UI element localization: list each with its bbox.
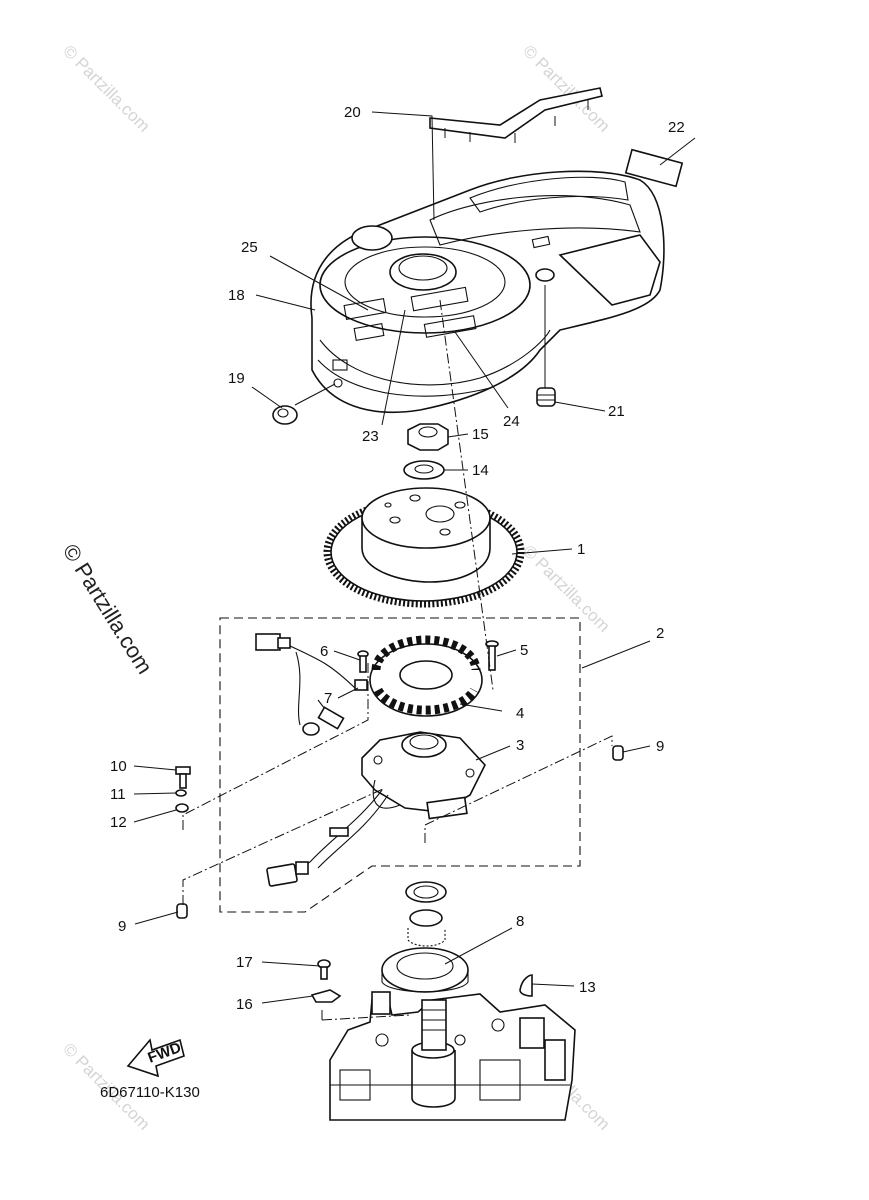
screw-5 [485,640,499,671]
screw-10 [175,766,191,789]
screw-17 [317,959,331,980]
callout-9-upper: 9 [656,738,664,755]
callout-25: 25 [241,239,258,256]
callout-21: 21 [608,403,625,420]
callout-7: 7 [324,690,332,707]
callout-14: 14 [472,462,489,479]
pulser-harness [266,789,389,887]
cover-seal-strip [429,87,603,143]
woodruff-key [519,974,533,997]
label-22 [624,148,684,188]
washer-12 [175,803,189,813]
callout-2: 2 [656,625,664,642]
callout-12: 12 [110,814,127,831]
callout-9-lower: 9 [118,918,126,935]
callout-6: 6 [320,643,328,660]
screw-6 [357,650,369,673]
dowel-pin-upper [612,745,624,761]
callout-13: 13 [579,979,596,996]
fwd-arrow-icon: FWD [126,1038,185,1078]
callout-23: 23 [362,428,379,445]
callout-22: 22 [668,119,685,136]
flywheel-rotor [323,487,525,608]
callout-18: 18 [228,287,245,304]
stator-harness [255,633,368,736]
leader-lines [133,111,696,1021]
stator-assembly-box [219,617,581,913]
grommet-21 [536,387,556,407]
callout-17: 17 [236,954,253,971]
flywheel-nut [407,423,449,451]
callout-4: 4 [516,705,524,722]
watermark-large: © Partzilla.com [58,539,158,678]
dowel-pin-lower [176,903,188,919]
callout-16: 16 [236,996,253,1013]
sleeve-parts [405,881,447,947]
washer-11 [175,789,187,797]
callout-numbers: 20 22 25 18 19 23 24 21 15 14 1 2 5 6 7 … [110,104,685,1013]
watermark-top-left: © Partzilla.com [59,41,153,135]
callout-8: 8 [516,913,524,930]
callout-1: 1 [577,541,585,558]
callout-20: 20 [344,104,361,121]
stator-base [361,731,486,820]
clamp-16 [310,989,342,1003]
powerhead-block [329,991,576,1121]
callout-19: 19 [228,370,245,387]
flywheel-cover [310,170,665,414]
callout-11: 11 [110,786,126,803]
watermark-mid-right: © Partzilla.com [519,541,613,635]
grommet-19 [272,405,298,425]
callout-24: 24 [503,413,520,430]
stator-coil [369,635,483,717]
callout-3: 3 [516,737,524,754]
callout-15: 15 [472,426,489,443]
stator-plate [381,947,469,993]
diagram-code: 6D67110-K130 [100,1084,200,1101]
callout-5: 5 [520,642,528,659]
washer-14 [403,460,445,480]
callout-10: 10 [110,758,127,775]
